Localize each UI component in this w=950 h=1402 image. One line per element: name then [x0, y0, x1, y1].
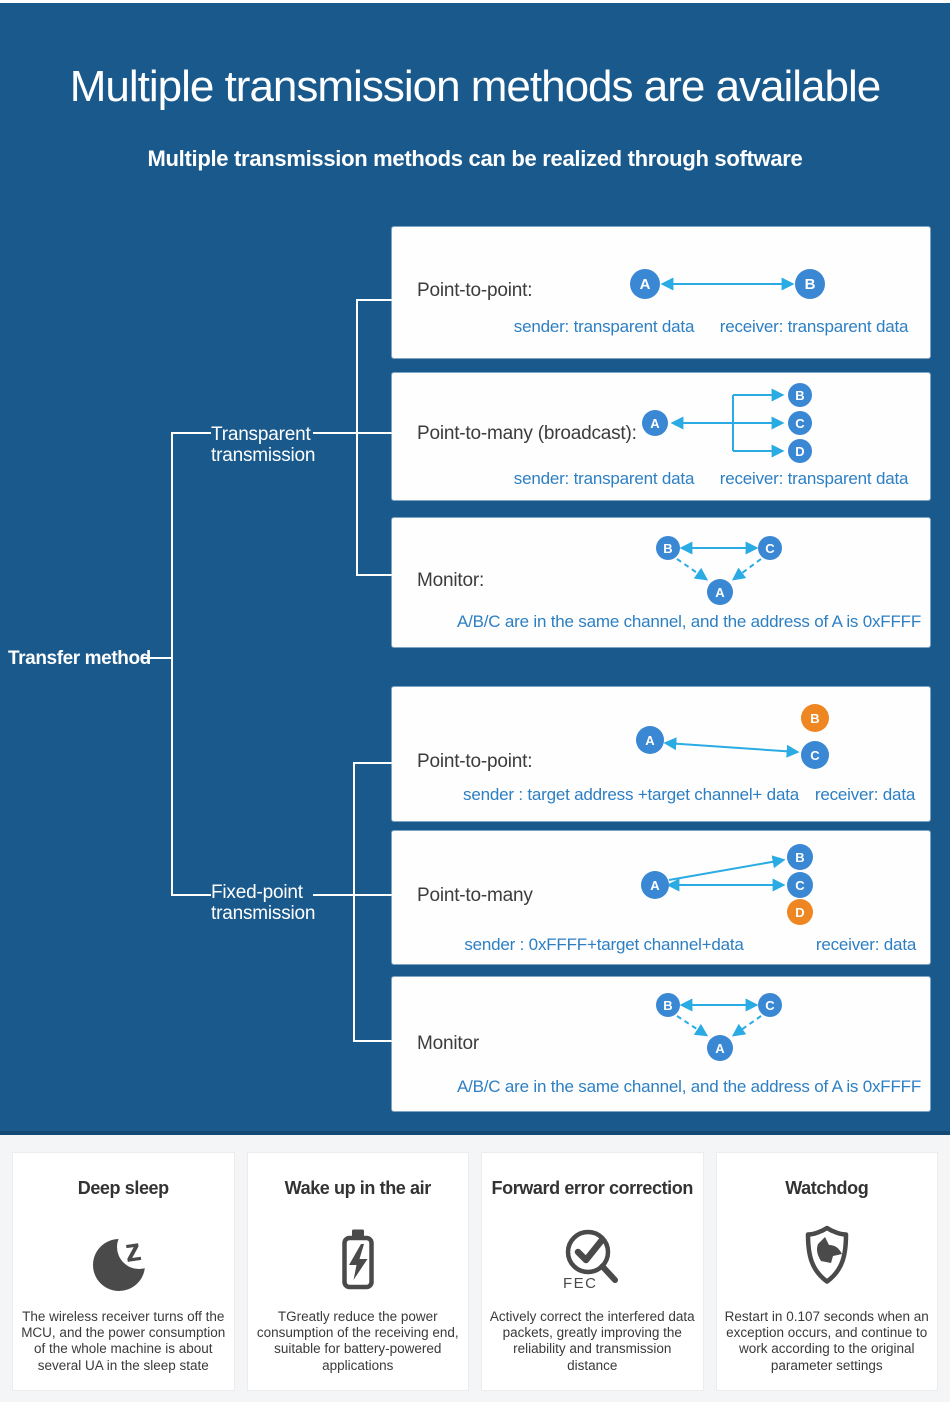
node-c: C: [788, 411, 812, 435]
section-divider: [0, 1131, 950, 1135]
feature-description: The wireless receiver turns off the MCU,…: [21, 1309, 226, 1373]
fec-magnifier-icon: FEC: [482, 1211, 703, 1307]
box-label: Point-to-many: [417, 885, 533, 906]
dashed-arrow-b-a: [676, 1015, 709, 1037]
arrow-diagram: [676, 998, 762, 1037]
branch-label-line: transmission: [211, 445, 316, 466]
feature-description: Actively correct the interfered data pac…: [489, 1309, 695, 1373]
arrow-diagram: [660, 277, 795, 291]
box-label: Point-to-many (broadcast):: [417, 423, 637, 444]
arrow-diagram: [666, 855, 786, 892]
feature-description: TGreatly reduce the power consumption of…: [256, 1309, 459, 1373]
tree-root-label: Transfer method: [8, 648, 151, 669]
feature-card-watchdog: Watchdog Restart in 0.107 seconds when a…: [715, 1152, 938, 1391]
branch-label-line: Fixed-point: [211, 882, 303, 903]
node-a: A: [630, 269, 660, 299]
features-section: Deep sleep z The wireless receiver turns…: [0, 1135, 950, 1402]
monitor-caption: A/B/C are in the same channel, and the a…: [456, 612, 922, 631]
receiver-caption: receiver: transparent data: [719, 317, 909, 336]
branch-label-transparent: Transparent transmission: [211, 424, 315, 466]
fec-icon-label: FEC: [563, 1275, 598, 1292]
tree-line-branch1-right: [313, 432, 392, 434]
feature-title: Wake up in the air: [284, 1178, 432, 1198]
tree-line-branch1-left: [171, 432, 211, 434]
dashed-arrow-b-a: [676, 558, 709, 581]
box-label: Monitor:: [417, 570, 485, 591]
tree-line-bracket2-top-stub: [353, 762, 392, 764]
arrow-a-b: [668, 855, 786, 881]
moon-z-icon: z: [13, 1211, 234, 1307]
tree-line-bracket1: [356, 299, 358, 576]
receiver-caption: receiver: transparent data: [719, 469, 909, 488]
page-title: Multiple transmission methods are availa…: [69, 62, 882, 111]
node-b: B: [795, 269, 825, 299]
node-c: C: [758, 993, 782, 1017]
feature-description: Restart in 0.107 seconds when an excepti…: [724, 1309, 929, 1373]
branch-label-line: Transparent: [211, 424, 311, 445]
page-subtitle: Multiple transmission methods can be rea…: [147, 146, 803, 171]
feature-card-forward-error-correction: Forward error correction FEC Actively co…: [481, 1152, 704, 1391]
node-c: C: [758, 536, 782, 560]
arrow-diagram: [663, 737, 800, 758]
node-c: C: [801, 741, 829, 769]
box-fixed-point-to-many: Point-to-many A B C D sender : 0xFFFF+ta…: [392, 831, 930, 964]
feature-cards-row: Deep sleep z The wireless receiver turns…: [0, 1135, 950, 1391]
box-label: Point-to-point:: [417, 280, 533, 301]
node-b: B: [787, 844, 813, 870]
node-a: A: [707, 1035, 733, 1061]
watchdog-shield-icon: [717, 1211, 938, 1307]
box-label: Point-to-point:: [417, 751, 533, 772]
node-d: D: [787, 899, 813, 925]
box-transparent-monitor: Monitor: B C A A/B/C are in the same cha…: [392, 518, 930, 647]
branch-label-fixed-point: Fixed-point transmission: [211, 882, 315, 924]
node-a: A: [641, 871, 669, 899]
tree-line-bracket2: [353, 762, 355, 1042]
arrow-diagram: [676, 541, 762, 581]
box-fixed-monitor: Monitor B C A A/B/C are in the same chan…: [392, 977, 930, 1111]
box-transparent-point-to-many: Point-to-many (broadcast): A B C D sende…: [392, 373, 930, 500]
sender-caption: sender: transparent data: [513, 469, 695, 488]
svg-text:z: z: [123, 1231, 144, 1269]
feature-title: Forward error correction: [491, 1178, 694, 1198]
battery-bolt-icon: [248, 1211, 469, 1307]
double-arrow-a-c: [663, 737, 800, 758]
receiver-caption: receiver: data: [814, 785, 916, 804]
branch-label-line: transmission: [211, 903, 316, 924]
node-c: C: [787, 872, 813, 898]
tree-line-bracket1-bottom-stub: [356, 574, 392, 576]
tree-line-bracket2-bottom-stub: [353, 1040, 392, 1042]
node-b: B: [656, 536, 680, 560]
tree-line-branch2-right: [313, 894, 392, 896]
dashed-arrow-c-a: [731, 1015, 762, 1037]
node-a: A: [707, 579, 733, 605]
node-a: A: [642, 410, 668, 436]
tree-line-bracket1-top-stub: [356, 299, 392, 301]
receiver-caption: receiver: data: [815, 935, 917, 954]
arrow-diagram: [670, 388, 785, 458]
tree-line-trunk: [171, 432, 173, 896]
sender-caption: sender : 0xFFFF+target channel+data: [464, 935, 744, 954]
feature-title: Deep sleep: [77, 1178, 169, 1198]
monitor-caption: A/B/C are in the same channel, and the a…: [456, 1077, 922, 1096]
node-a: A: [636, 726, 664, 754]
top-border: [0, 0, 950, 3]
sender-caption: sender : target address +target channel+…: [463, 785, 799, 804]
box-label: Monitor: [417, 1033, 479, 1054]
feature-card-deep-sleep: Deep sleep z The wireless receiver turns…: [12, 1152, 235, 1391]
tree-line-root: [142, 657, 172, 659]
node-b: B: [656, 993, 680, 1017]
feature-card-wake-up-in-the-air: Wake up in the air TGreatly reduce the p…: [246, 1152, 469, 1391]
box-transparent-point-to-point: Point-to-point: A B sender: transparent …: [392, 227, 930, 358]
node-b: B: [788, 383, 812, 407]
node-b: B: [801, 704, 829, 732]
node-d: D: [788, 439, 812, 463]
feature-title: Watchdog: [785, 1178, 869, 1198]
dashed-arrow-c-a: [731, 558, 762, 581]
box-fixed-point-to-point: Point-to-point: A B C sender : target ad…: [392, 687, 930, 821]
sender-caption: sender: transparent data: [513, 317, 695, 336]
tree-line-branch2-left: [171, 894, 211, 896]
